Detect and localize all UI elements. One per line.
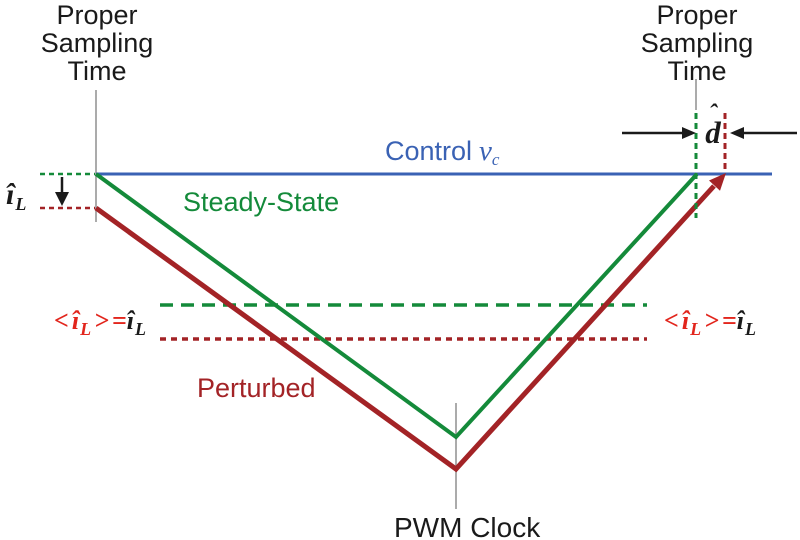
d-hat-base: d	[705, 115, 721, 150]
avg-eq: =	[111, 306, 127, 335]
avg-sub-rhs: L	[134, 319, 146, 339]
right-sampling-label: Proper Sampling Time	[640, 0, 754, 86]
avg-eq: =	[721, 306, 737, 335]
avg-lt: <	[664, 306, 679, 335]
control-label-text: Control	[385, 136, 473, 166]
steady-state-waveform	[94, 172, 699, 440]
avg-gt: >	[94, 306, 109, 335]
il-hat-sub: L	[15, 194, 27, 214]
il-hat-arrowhead	[55, 192, 69, 206]
avg-current-label-left: <îL>=îL	[54, 306, 146, 340]
perturbed-arrowhead	[709, 173, 726, 191]
perturbed-waveform	[94, 184, 716, 473]
avg-lt: <	[54, 306, 69, 335]
d-hat-accent: ˆ	[709, 101, 717, 127]
avg-i-hat: î	[681, 306, 690, 335]
il-hat-base: î	[6, 178, 15, 211]
avg-i-hat: î	[71, 306, 80, 335]
d-hat-label: ˆ d	[700, 101, 726, 150]
left-sampling-label: Proper Sampling Time	[40, 0, 154, 86]
avg-i-hat-rhs: î	[126, 306, 134, 335]
avg-sub: L	[690, 319, 702, 339]
dhat-right-arrowhead	[730, 127, 744, 139]
dhat-left-arrowhead	[682, 127, 696, 139]
avg-i-hat-rhs: î	[736, 306, 744, 335]
pwm-clock-label: PWM Clock	[394, 512, 541, 540]
il-hat-label: îL	[6, 178, 26, 215]
control-var-sub: c	[491, 150, 500, 169]
control-var: v	[479, 135, 492, 167]
steady-state-label: Steady-State	[183, 187, 340, 217]
avg-gt: >	[704, 306, 719, 335]
avg-sub: L	[80, 319, 92, 339]
perturbed-label: Perturbed	[197, 373, 316, 403]
avg-sub-rhs: L	[744, 319, 756, 339]
avg-current-label-right: <îL>=îL	[664, 306, 756, 340]
